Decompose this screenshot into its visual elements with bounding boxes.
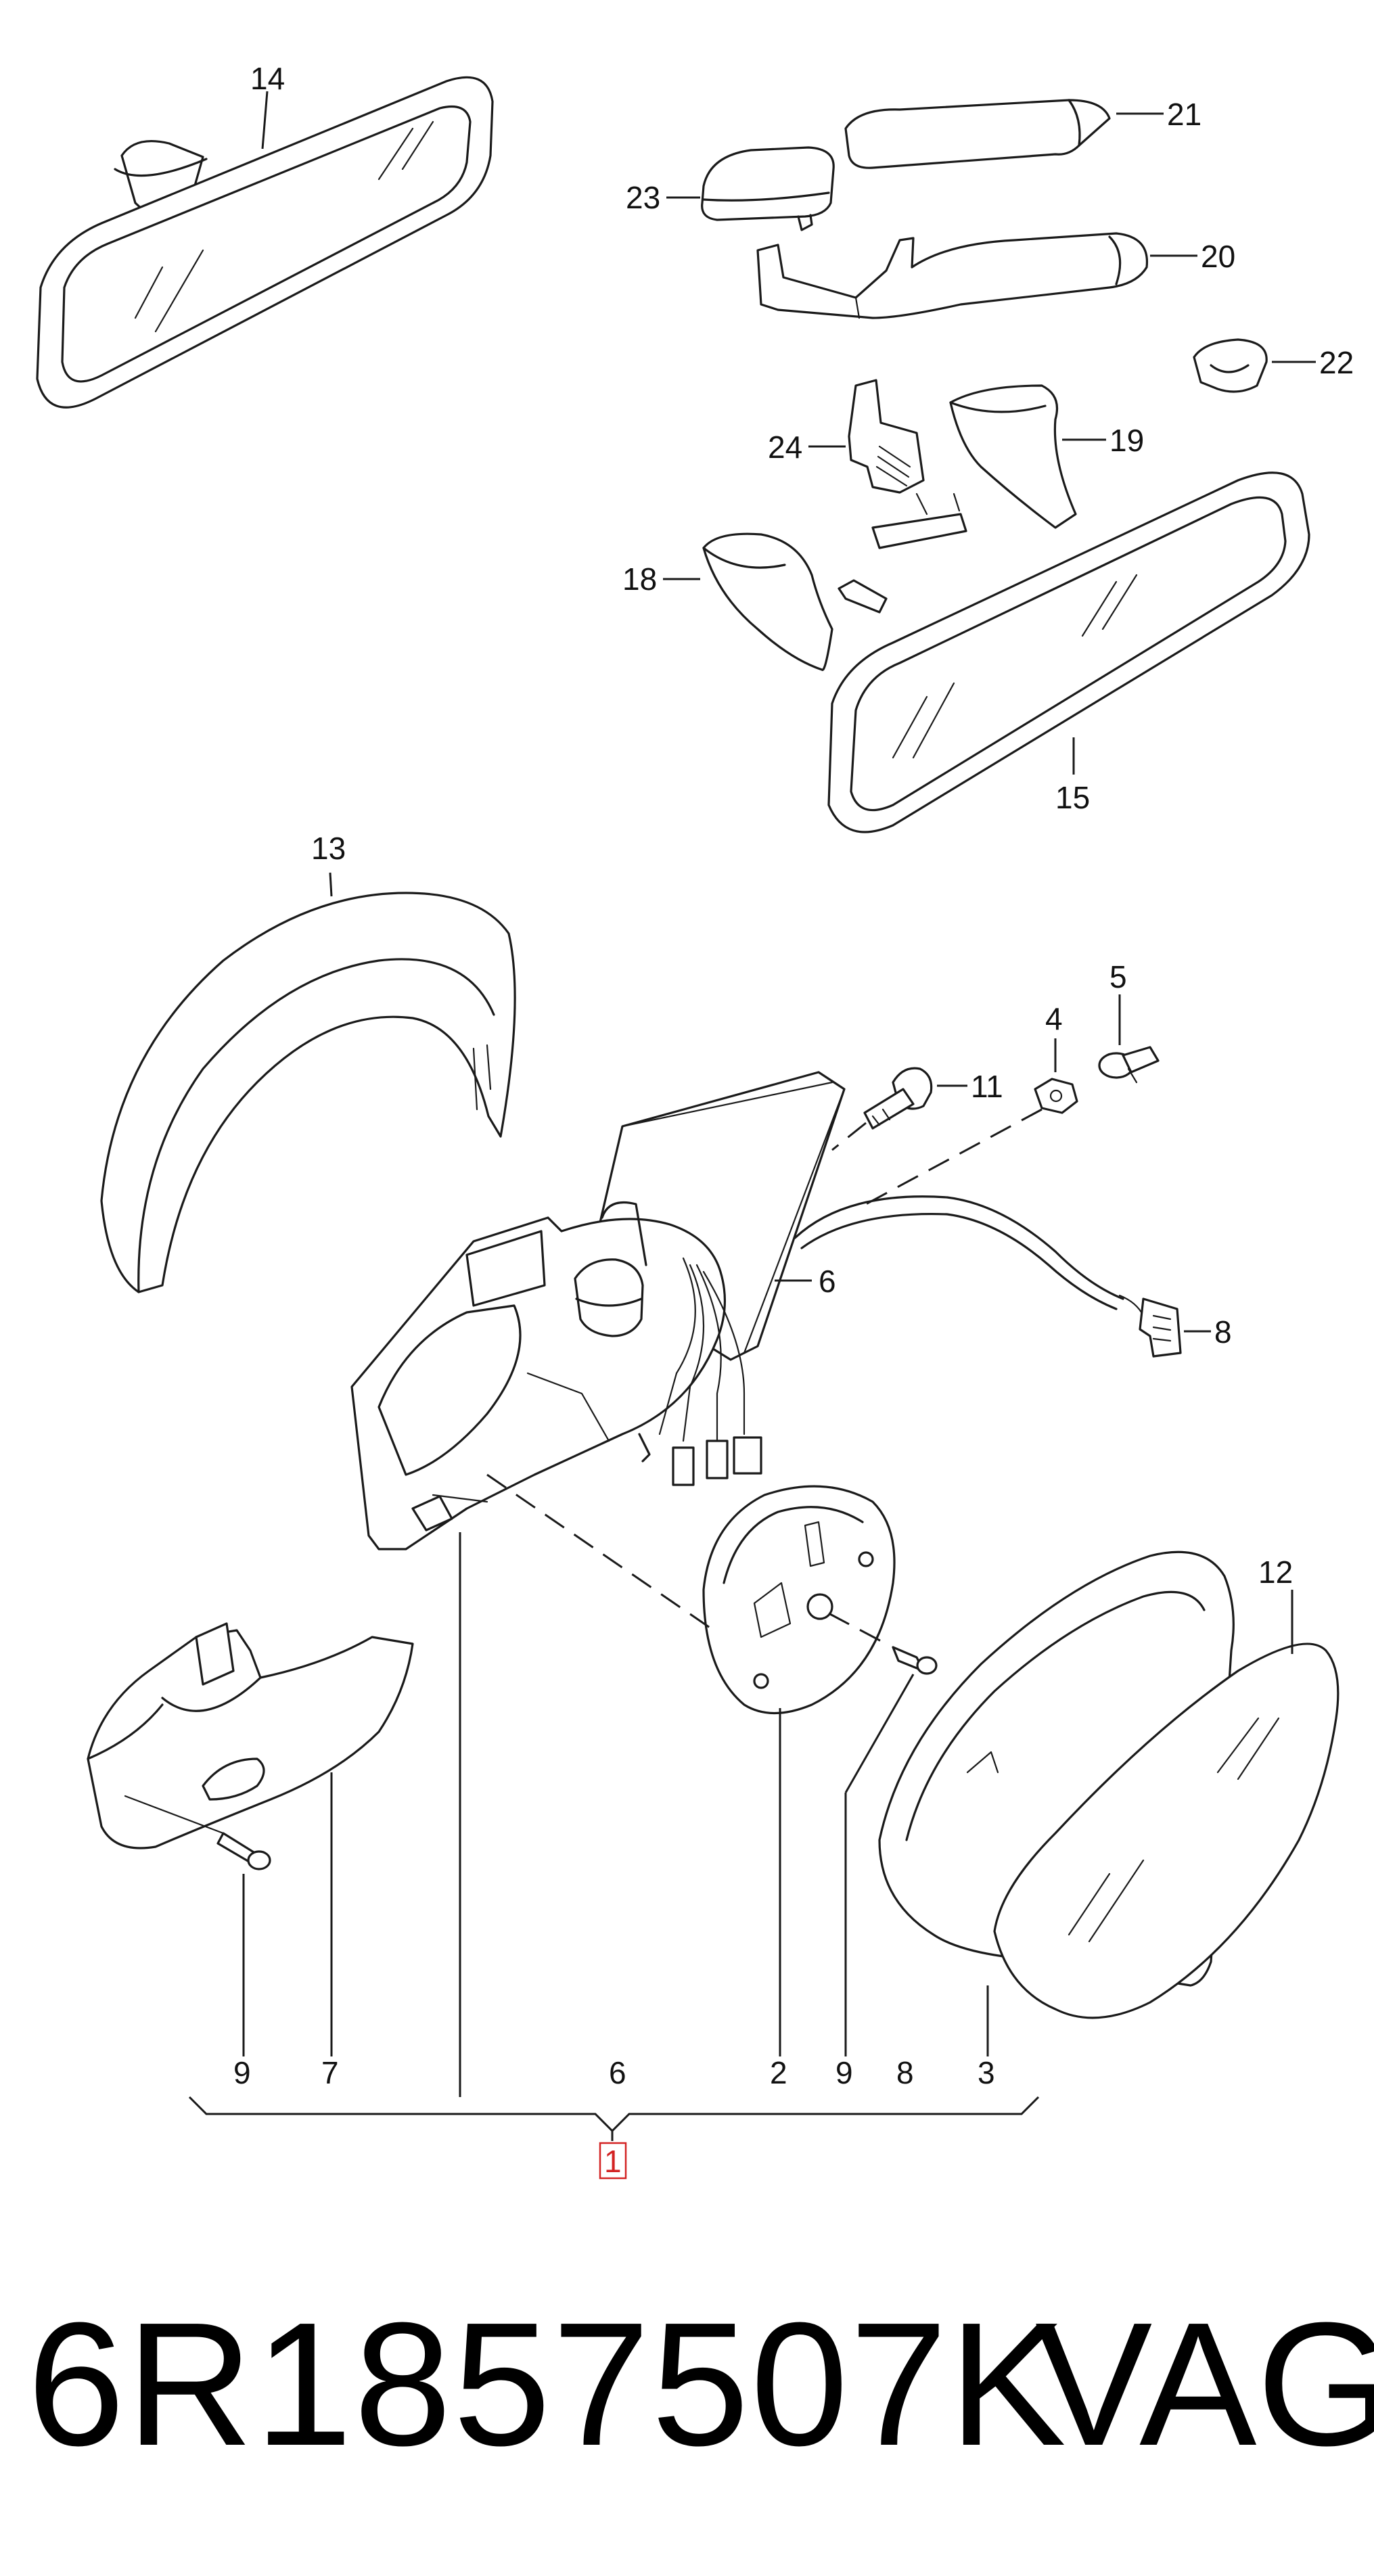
- bottom-label-7: 7: [321, 2055, 339, 2090]
- bottom-label-9-right: 9: [835, 2055, 853, 2090]
- part-2-adjuster: [702, 1485, 896, 2056]
- base-housing: [350, 1201, 727, 1550]
- part-15-interior-mirror: [827, 472, 1310, 833]
- callout-13: 13: [311, 831, 346, 866]
- callout-24: 24: [768, 430, 802, 465]
- part-13-mirror-cap: [100, 872, 516, 1293]
- bottom-label-9-left: 9: [233, 2055, 251, 2090]
- callout-4: 4: [1045, 1001, 1063, 1036]
- brand-name: VAG: [1035, 2286, 1374, 2483]
- wire-harness: [638, 1257, 762, 1486]
- part-number: 6R1857507K: [27, 2286, 1068, 2483]
- part-12-mirror-glass: [993, 1590, 1339, 2019]
- part-20-bracket: [756, 232, 1197, 319]
- bottom-label-6: 6: [609, 2055, 626, 2090]
- part-11-screw: [863, 1067, 967, 1130]
- assembly-dash-screw: [828, 1612, 887, 1645]
- part-19-cover: [949, 384, 1106, 529]
- part-23-housing: [666, 146, 835, 231]
- callout-20: 20: [1201, 239, 1235, 274]
- part-21-cover: [844, 99, 1164, 169]
- callout-11: 11: [971, 1069, 1003, 1104]
- assembly-label: 1: [604, 2144, 622, 2179]
- bottom-label-8: 8: [896, 2055, 914, 2090]
- cable-to-connector-8: [794, 1195, 1211, 1358]
- assembly-dash-upper: [831, 1122, 867, 1151]
- part-7-lower-cover: [87, 1622, 414, 2056]
- callout-21: 21: [1167, 97, 1201, 132]
- callout-19: 19: [1109, 423, 1144, 458]
- callout-5: 5: [1109, 959, 1127, 994]
- callout-8: 8: [1214, 1314, 1232, 1350]
- callout-6: 6: [819, 1264, 836, 1299]
- callout-12: 12: [1258, 1555, 1293, 1590]
- assembly-dash-nut: [865, 1108, 1043, 1205]
- part-24-sensor: [808, 379, 925, 494]
- callout-23: 23: [626, 180, 660, 215]
- callout-14: 14: [250, 61, 285, 96]
- bottom-label-2: 2: [770, 2055, 787, 2090]
- part-4-nut: [1034, 1038, 1078, 1114]
- assembly-dash-lower: [486, 1473, 714, 1632]
- assembly-bracket: [188, 2096, 1040, 2133]
- part-14-interior-mirror: [36, 76, 494, 409]
- assembly-box: [599, 2142, 627, 2180]
- part-18-shell: [663, 492, 967, 671]
- part-9-screw-right: [844, 1646, 938, 2056]
- bottom-label-3: 3: [978, 2055, 995, 2090]
- part-22-clip: [1193, 338, 1316, 393]
- part-5-bolt: [1098, 994, 1160, 1084]
- callout-18: 18: [622, 561, 657, 597]
- callout-15: 15: [1055, 780, 1090, 815]
- callout-22: 22: [1319, 345, 1354, 380]
- part-9-screw-left: [124, 1795, 271, 2056]
